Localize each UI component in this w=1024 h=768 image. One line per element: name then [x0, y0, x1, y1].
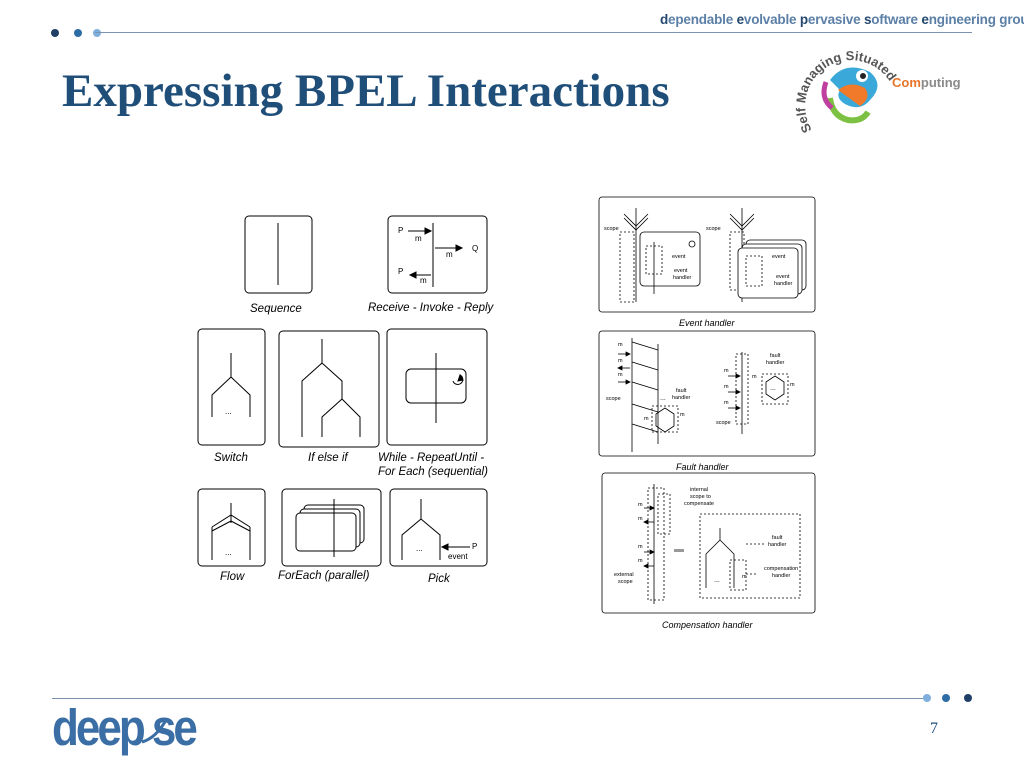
svg-text:m: m [724, 384, 729, 390]
svg-text:handler: handler [772, 573, 791, 579]
svg-text:handler: handler [768, 542, 787, 548]
bpel-diagrams-right: scope scope event event handler event ev… [598, 196, 816, 614]
svg-text:fault: fault [676, 388, 687, 394]
caption-foreach: ForEach (parallel) [278, 570, 370, 582]
page-number: 7 [930, 720, 938, 737]
caption-while-2: For Each (sequential) [378, 466, 488, 478]
footer-dots [923, 694, 972, 702]
label-q: Q [472, 244, 478, 253]
svg-text:m: m [638, 544, 643, 550]
svg-text:m: m [742, 574, 747, 580]
ifelse-box [278, 330, 380, 448]
label-p1: P [398, 226, 403, 235]
svg-text:...: ... [714, 577, 720, 584]
sasc-logo: Self Managing Situated [793, 48, 899, 135]
caption-fault-handler: Fault handler [676, 462, 729, 472]
svg-text:event: event [672, 254, 686, 260]
caption-while-1: While - RepeatUntil - [378, 452, 485, 464]
header-rule [95, 32, 972, 33]
pick-event: event [448, 552, 468, 561]
sequence-box [244, 215, 313, 294]
svg-text:m: m [752, 374, 757, 380]
deepse-logo-swoosh [141, 719, 168, 744]
caption-sequence: Sequence [250, 303, 302, 315]
svg-text:m: m [680, 412, 685, 418]
caption-switch: Switch [214, 452, 248, 464]
caption-pick: Pick [428, 573, 450, 585]
svg-text:...: ... [770, 385, 776, 392]
deepse-logo: deep se [52, 700, 198, 757]
receive-box [387, 215, 488, 294]
pick-p: P [472, 542, 477, 551]
svg-text:...: ... [660, 395, 666, 402]
svg-text:scope: scope [706, 226, 721, 232]
svg-text:m: m [638, 502, 643, 508]
svg-text:external: external [614, 572, 634, 578]
svg-text:m: m [724, 400, 729, 406]
svg-text:scope to: scope to [690, 494, 711, 500]
svg-text:m: m [790, 382, 795, 388]
svg-text:event: event [772, 254, 786, 260]
svg-text:m: m [724, 368, 729, 374]
group-title: dependable evolvable pervasive software … [660, 12, 1024, 27]
flow-dots: ... [225, 548, 232, 557]
footer-rule [52, 698, 924, 699]
svg-text:m: m [618, 372, 623, 378]
svg-text:fault: fault [770, 353, 781, 359]
svg-text:scope: scope [606, 396, 621, 402]
svg-text:event: event [674, 268, 688, 274]
svg-text:m: m [618, 358, 623, 364]
caption-ifelse: If else if [308, 452, 348, 464]
svg-text:compensate: compensate [684, 501, 714, 507]
svg-text:handler: handler [766, 360, 785, 366]
foreach-box [281, 488, 382, 567]
compensation-handler-panel [601, 472, 816, 614]
svg-text:scope: scope [604, 226, 619, 232]
svg-text:handler: handler [673, 275, 692, 281]
bpel-diagrams-left: P m Q m P m ... ... ... P event [197, 215, 488, 567]
switch-dots: ... [225, 407, 232, 416]
page-title: Expressing BPEL Interactions [62, 65, 670, 117]
sasc-computing: Computing [892, 75, 961, 90]
svg-text:event: event [776, 274, 790, 280]
fault-handler-panel [598, 330, 816, 457]
svg-text:m: m [638, 516, 643, 522]
svg-text:m: m [638, 558, 643, 564]
svg-text:m: m [618, 342, 623, 348]
event-handler-panel [598, 196, 816, 313]
svg-text:m: m [644, 416, 649, 422]
label-m3: m [420, 276, 427, 285]
svg-text:internal: internal [690, 487, 708, 493]
label-m1: m [415, 234, 422, 243]
caption-comp-handler: Compensation handler [662, 620, 753, 630]
svg-text:handler: handler [672, 395, 691, 401]
caption-flow: Flow [220, 571, 245, 583]
while-box [386, 328, 488, 446]
caption-event-handler: Event handler [679, 318, 735, 328]
label-m2: m [446, 250, 453, 259]
label-p2: P [398, 267, 403, 276]
caption-receive: Receive - Invoke - Reply [368, 302, 494, 314]
flow-box [197, 488, 266, 567]
pick-dots: ... [416, 544, 423, 553]
svg-text:compensation: compensation [764, 566, 798, 572]
svg-text:scope: scope [716, 420, 731, 426]
header-dots [51, 29, 101, 37]
svg-text:scope: scope [618, 579, 633, 585]
svg-text:handler: handler [774, 281, 793, 287]
switch-box [197, 328, 266, 446]
svg-text:fault: fault [772, 535, 783, 541]
pick-box [389, 488, 488, 567]
